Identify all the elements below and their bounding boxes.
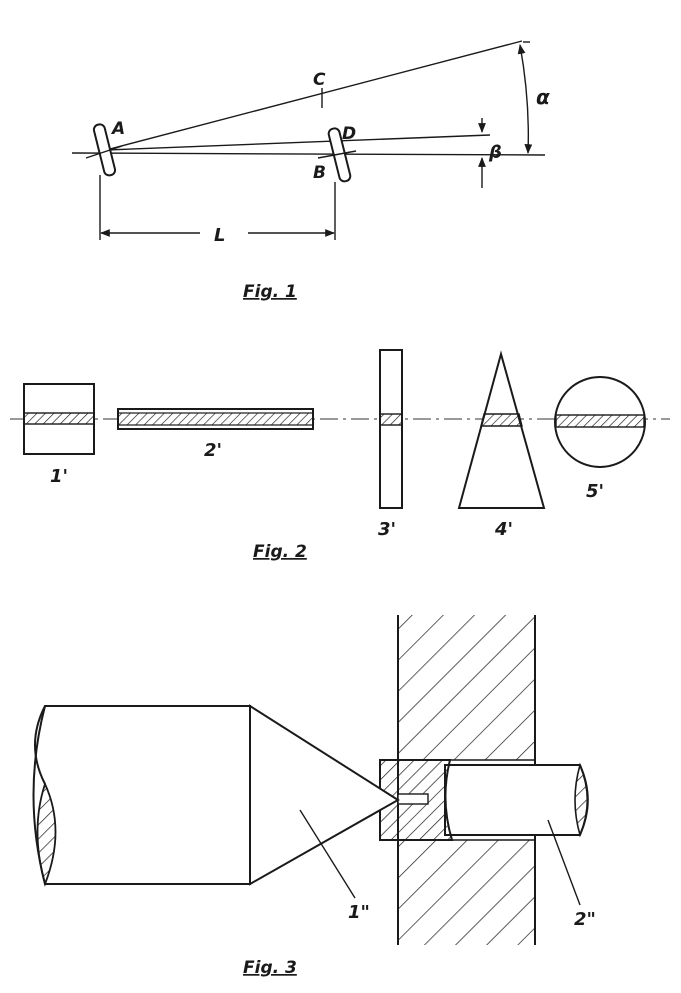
fig2-part-4-cone [457, 350, 546, 509]
fig3-label-2: 2" [574, 909, 596, 930]
fig1-baseline [71, 152, 546, 156]
fig1-label-d: D [342, 124, 356, 144]
fig1-label-beta: β [488, 142, 502, 163]
fig3-pin-hole [397, 793, 429, 805]
figure-1: A C D B L α β Fig. 1 [71, 40, 550, 302]
fig1-ray-ac [105, 40, 523, 151]
fig1-label-l: L [214, 225, 225, 246]
fig3-cylinder-end-section [36, 781, 57, 887]
fig2-label-2: 2' [204, 440, 222, 461]
figure-2: 1' 2' 3' 4' 5' Fig. 2 [10, 349, 670, 562]
fig1-alpha-arc [517, 44, 533, 154]
fig3-leader-2 [547, 819, 581, 906]
fig2-label-4: 4' [494, 519, 513, 540]
fig3-rod-2-end-section [574, 762, 589, 838]
fig2-part-5-band [555, 414, 645, 428]
fig2-part-2-band [117, 412, 314, 426]
fig1-label-b: B [313, 163, 326, 183]
fig1-ray-ad [105, 134, 491, 151]
fig3-cylinder-body [32, 705, 251, 885]
figure-3: 1" 2" Fig. 3 [32, 615, 596, 978]
fig3-leader-1 [299, 809, 356, 899]
fig2-part-1-band [23, 412, 95, 425]
fig3-cylinder-break-line [34, 705, 46, 785]
fig3-rod-2 [444, 764, 589, 836]
fig2-label-1: 1' [50, 466, 68, 487]
fig1-plate-a [92, 123, 117, 177]
fig2-label-5: 5' [586, 481, 604, 502]
fig1-plate-a-mark [85, 145, 123, 159]
fig1-plate-bd-mark [317, 150, 357, 159]
fig3-caption: Fig. 3 [243, 958, 297, 978]
fig2-part-4-band [480, 413, 523, 427]
fig3-label-1: 1" [348, 902, 370, 923]
fig1-label-a: A [110, 119, 125, 139]
fig2-part-3-band [379, 413, 403, 426]
fig2-part-3-plate [379, 349, 403, 509]
fig1-label-alpha: α [536, 85, 550, 109]
fig3-cone-tip [249, 704, 400, 886]
fig1-label-c: C [313, 70, 326, 90]
fig2-label-3: 3' [378, 519, 396, 540]
fig1-caption: Fig. 1 [243, 282, 297, 302]
fig2-caption: Fig. 2 [253, 542, 307, 562]
